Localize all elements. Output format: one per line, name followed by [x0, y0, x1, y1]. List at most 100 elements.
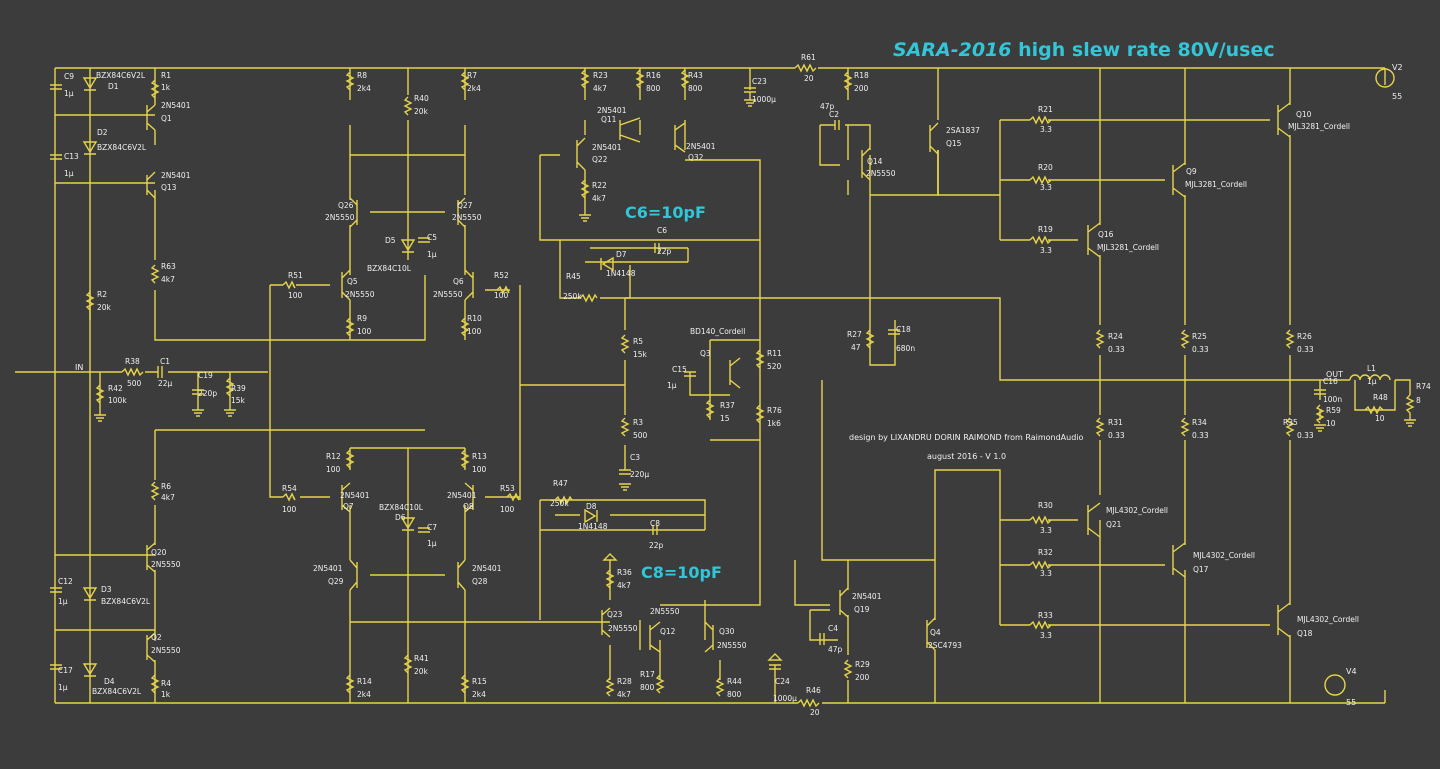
label-R19: R19 [1038, 225, 1053, 234]
label-D4n: BZX84C6V2L [92, 687, 142, 696]
label-R51v: 100 [288, 291, 303, 300]
label-R43v: 800 [688, 84, 703, 93]
label-R17: R17 [640, 670, 655, 679]
label-R43: R43 [688, 71, 703, 80]
c6-callout: C6=10pF [625, 203, 706, 222]
label-R74: R74 [1416, 382, 1431, 391]
label-Q15t: 2SA1837 [946, 126, 980, 135]
design-note: design by LIXANDRU DORIN RAIMOND from Ra… [849, 433, 1084, 442]
label-R36: R36 [617, 568, 632, 577]
label-R44: R44 [727, 677, 742, 686]
title: SARA-2016 high slew rate 80V/usec [893, 39, 1275, 61]
label-Q22t: 2N5401 [592, 143, 622, 152]
label-R36v: 4k7 [617, 581, 631, 590]
label-R23v: 4k7 [593, 84, 607, 93]
label-Q13t: 2N5401 [161, 171, 191, 180]
label-R37v: 15 [720, 414, 730, 423]
label-D6n: BZX84C10L [379, 503, 424, 512]
label-R46v: 20 [810, 708, 820, 717]
label-Q21t: MJL4302_Cordell [1106, 506, 1168, 515]
label-Q1t: 2N5401 [161, 101, 191, 110]
label-R32: R32 [1038, 548, 1053, 557]
label-R44v: 800 [727, 690, 742, 699]
component-labels: C9 1µ BZX84C6V2L D1 R1 1k 2N5401 Q1 D2 B… [58, 53, 1431, 717]
label-D8: D8 [586, 502, 597, 511]
label-L1: L1 [1367, 364, 1376, 373]
label-C12v: 1µ [58, 597, 68, 606]
label-Q8t: 2N5401 [447, 491, 477, 500]
label-Q3: Q3 [700, 349, 711, 358]
version-note: august 2016 - V 1.0 [927, 452, 1006, 461]
label-R45v: 250k [563, 292, 582, 301]
label-R4: R4 [161, 679, 171, 688]
label-Q32: Q32 [688, 153, 704, 162]
label-C9: C9 [64, 72, 74, 81]
label-R34v: 0.33 [1192, 431, 1209, 440]
label-Q20: Q20 [151, 548, 167, 557]
label-R26: R26 [1297, 332, 1312, 341]
v4-label: V4 [1346, 667, 1357, 676]
label-Q2t: 2N5550 [151, 646, 181, 655]
label-Q19: Q19 [854, 605, 870, 614]
label-Q11: Q11 [601, 115, 617, 124]
label-C8: C8 [650, 519, 660, 528]
label-R45: R45 [566, 272, 581, 281]
label-R1v: 1k [161, 83, 171, 92]
label-Q15: Q15 [946, 139, 962, 148]
label-R31: R31 [1108, 418, 1123, 427]
label-Q10: Q10 [1296, 110, 1312, 119]
label-R27: R27 [847, 330, 862, 339]
label-R3v: 500 [633, 431, 648, 440]
label-C19v: 220p [198, 389, 217, 398]
label-Q30t: 2N5550 [717, 641, 747, 650]
label-Q30: Q30 [719, 627, 735, 636]
label-D7n: 1N4148 [606, 269, 636, 278]
label-C19: C19 [198, 371, 213, 380]
label-R20v: 3.3 [1040, 183, 1052, 192]
label-C15v: 1µ [667, 381, 677, 390]
label-Q14: Q14 [867, 157, 883, 166]
label-R5v: 15k [633, 350, 648, 359]
label-Q22: Q22 [592, 155, 608, 164]
label-R11v: 520 [767, 362, 782, 371]
label-R22: R22 [592, 181, 607, 190]
label-R27v: 47 [851, 343, 861, 352]
label-R7: R7 [467, 71, 477, 80]
label-R6: R6 [161, 482, 171, 491]
label-R38v: 500 [127, 379, 142, 388]
label-C13: C13 [64, 152, 79, 161]
label-Q6t: 2N5550 [433, 290, 463, 299]
label-D3n: BZX84C6V2L [101, 597, 151, 606]
label-Q5t: 2N5550 [345, 290, 375, 299]
label-R30: R30 [1038, 501, 1053, 510]
label-Q27t: 2N5550 [452, 213, 482, 222]
label-R16: R16 [646, 71, 661, 80]
label-Q4: Q4 [930, 628, 941, 637]
label-C4: C4 [828, 624, 838, 633]
label-R52: R52 [494, 271, 509, 280]
label-D7: D7 [616, 250, 627, 259]
label-C13v: 1µ [64, 169, 74, 178]
label-Q10t: MJL3281_Cordell [1288, 122, 1350, 131]
label-R23: R23 [593, 71, 608, 80]
label-C1: C1 [160, 357, 170, 366]
label-C23v: 1000µ [752, 95, 776, 104]
label-R54v: 100 [282, 505, 297, 514]
label-R37: R37 [720, 401, 735, 410]
title-italic: SARA-2016 [893, 39, 1012, 61]
label-C6: C6 [657, 226, 667, 235]
label-C16: C16 [1323, 377, 1338, 386]
label-R76: R76 [767, 406, 782, 415]
label-R59v: 10 [1326, 419, 1336, 428]
label-R34: R34 [1192, 418, 1207, 427]
label-D5: D5 [385, 236, 396, 245]
label-R15v: 2k4 [472, 690, 486, 699]
label-Q9t: MJL3281_Cordell [1185, 180, 1247, 189]
label-R12: R12 [326, 452, 341, 461]
label-C16v: 100n [1323, 395, 1342, 404]
wires [15, 67, 1411, 704]
label-Q11t: 2N5401 [597, 106, 627, 115]
label-R74v: 8 [1416, 396, 1421, 405]
label-C1v: 22µ [158, 379, 173, 388]
label-R33: R33 [1038, 611, 1053, 620]
